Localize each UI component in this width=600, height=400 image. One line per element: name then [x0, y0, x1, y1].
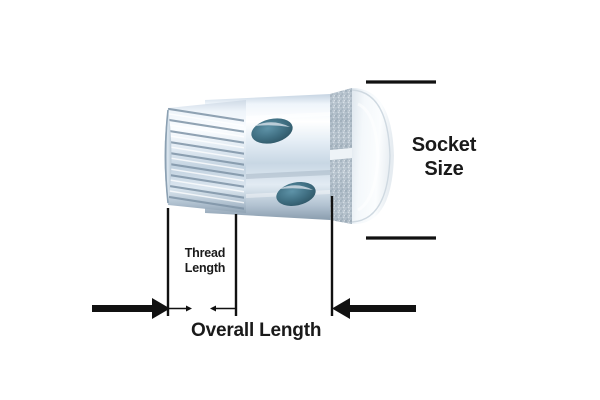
bolt-threads [164, 100, 246, 213]
socket-size-leaders [366, 80, 436, 240]
bolt-hex-head [330, 88, 394, 225]
fluid-port-upper [251, 118, 293, 144]
extension-lines [166, 196, 334, 316]
thread-length-dimension [168, 305, 236, 312]
overall-length-dimension [92, 298, 416, 319]
overall-length-label: Overall Length [191, 320, 322, 341]
fluid-port-lower [276, 182, 316, 206]
socket-size-label: Socket Size [411, 134, 477, 180]
thread-length-label: Thread Length [184, 246, 226, 275]
